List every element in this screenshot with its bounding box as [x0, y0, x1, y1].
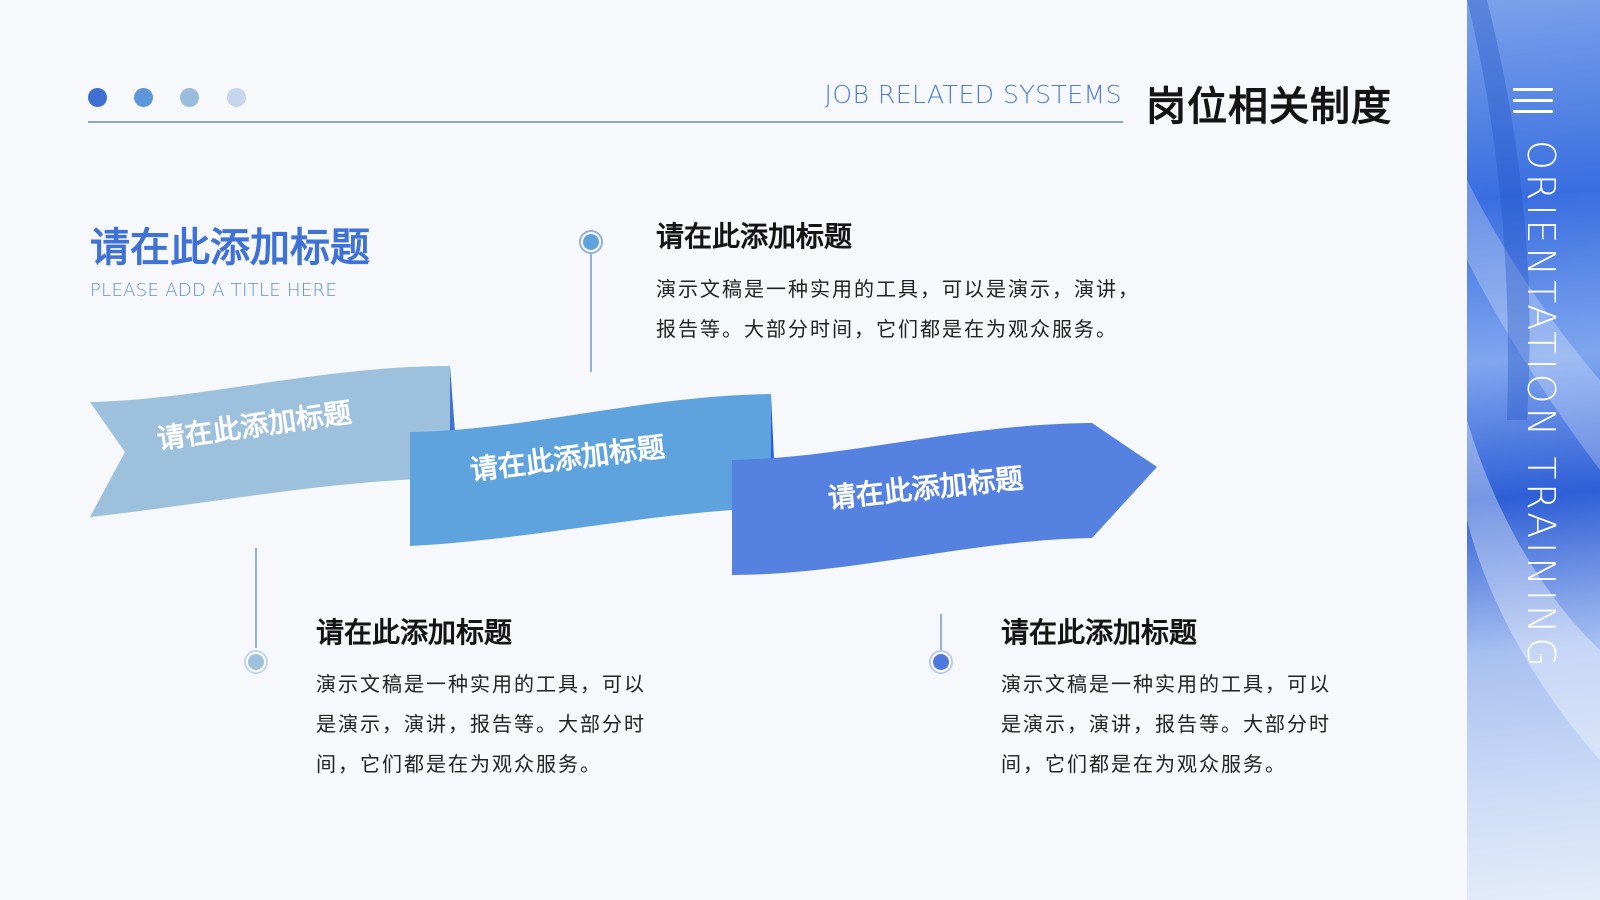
block-1-body: 演示文稿是一种实用的工具，可以是演示，演讲， 报告等。大部分时间，它们都是在为观…	[656, 269, 1216, 349]
dot-2	[134, 88, 153, 107]
block-3-line-3: 间，它们都是在为观众服务。	[1001, 752, 1287, 776]
block-2-line-3: 间，它们都是在为观众服务。	[316, 752, 602, 776]
main-subtitle: PLEASE ADD A TITLE HERE	[90, 280, 337, 301]
side-vertical-text: ORIENTATION TRAINING	[1519, 140, 1563, 671]
block-3-title: 请在此添加标题	[1001, 616, 1198, 649]
block-2-line-1: 演示文稿是一种实用的工具，可以	[316, 672, 646, 696]
connector-3-node	[929, 650, 953, 674]
dot-3	[180, 88, 199, 107]
connector-2-node	[244, 650, 268, 674]
block-1-line-1: 演示文稿是一种实用的工具，可以是演示，演讲，	[656, 277, 1140, 301]
ribbon-1	[90, 366, 450, 517]
block-2-body: 演示文稿是一种实用的工具，可以 是演示，演讲，报告等。大部分时 间，它们都是在为…	[316, 664, 716, 784]
connector-1-node	[579, 230, 603, 254]
block-3-line-1: 演示文稿是一种实用的工具，可以	[1001, 672, 1331, 696]
block-3-body: 演示文稿是一种实用的工具，可以 是演示，演讲，报告等。大部分时 间，它们都是在为…	[1001, 664, 1401, 784]
connector-3-line	[940, 614, 942, 650]
connector-1-line	[590, 252, 592, 372]
header-divider	[88, 121, 1123, 123]
menu-icon[interactable]	[1513, 88, 1553, 114]
block-2-title: 请在此添加标题	[316, 616, 513, 649]
block-3-line-2: 是演示，演讲，报告等。大部分时	[1001, 712, 1331, 736]
block-1-line-2: 报告等。大部分时间，它们都是在为观众服务。	[656, 317, 1118, 341]
ribbon-3	[732, 423, 1157, 575]
block-1-title: 请在此添加标题	[656, 220, 853, 253]
block-2-line-2: 是演示，演讲，报告等。大部分时	[316, 712, 646, 736]
dot-1	[88, 88, 107, 107]
connector-2-line	[255, 548, 257, 648]
main-title: 请在此添加标题	[90, 224, 370, 271]
dot-4	[227, 88, 246, 107]
ribbon-2	[410, 394, 771, 546]
side-panel: ORIENTATION TRAINING	[1467, 0, 1600, 900]
header-subtitle-en: JOB RELATED SYSTEMS	[824, 80, 1122, 109]
header-title: 岗位相关制度	[1146, 83, 1392, 130]
side-panel-sheen	[1467, 0, 1600, 760]
